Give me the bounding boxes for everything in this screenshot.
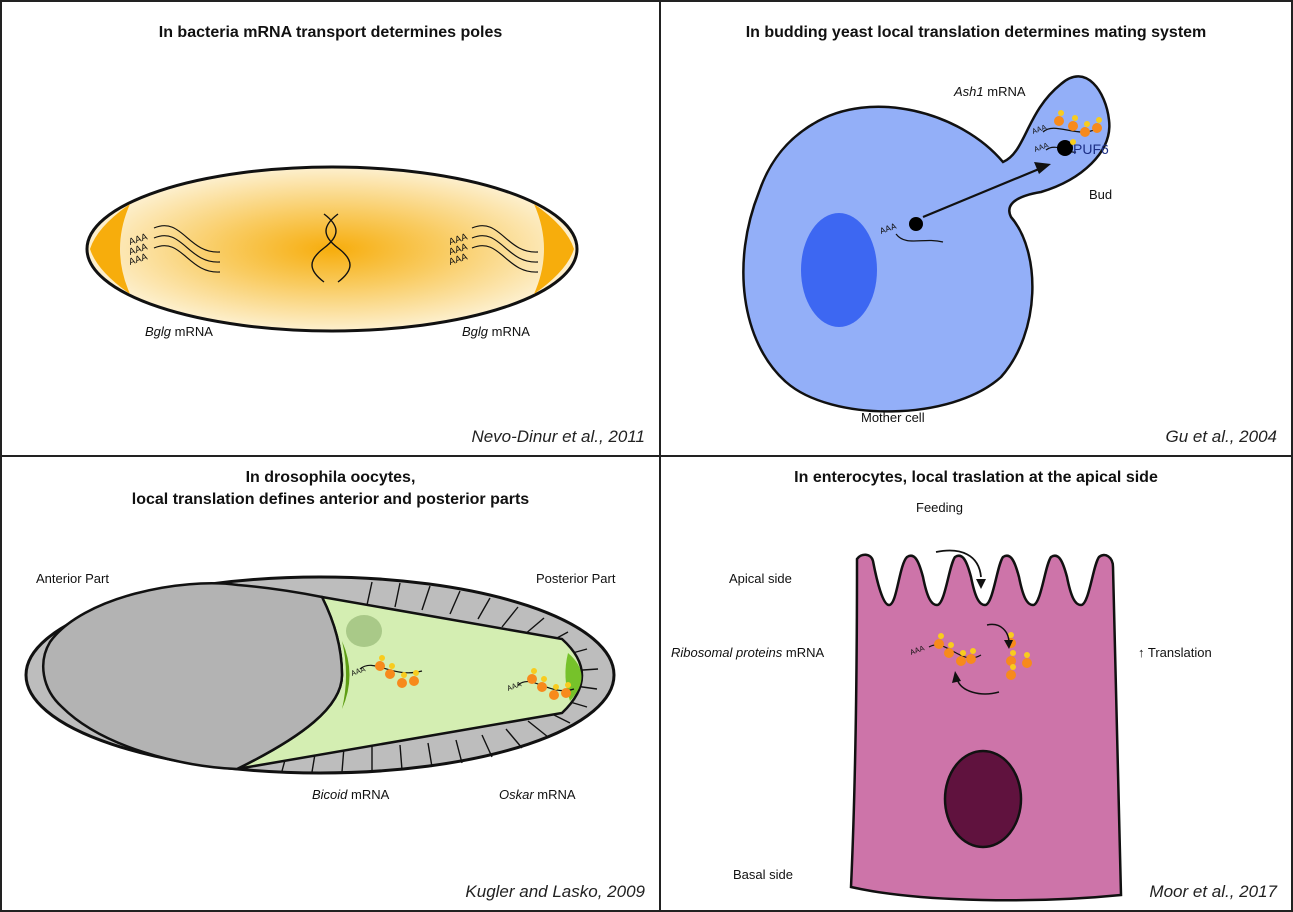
anterior-part-label: Anterior Part <box>36 571 109 586</box>
translation-label: ↑ Translation <box>1138 645 1212 660</box>
citation: Kugler and Lasko, 2009 <box>465 882 645 902</box>
ribonucleoprotein <box>909 217 923 231</box>
panel-bacteria: In bacteria mRNA transport determines po… <box>0 0 661 457</box>
bicoid-label: Bicoid mRNA <box>312 787 389 802</box>
panel-yeast: In budding yeast local translation deter… <box>659 0 1293 457</box>
bglg-right-label: Bglg mRNA <box>462 324 530 339</box>
yeast-cell <box>743 76 1109 411</box>
nucleus <box>945 751 1021 847</box>
enterocyte-cell <box>851 555 1121 901</box>
bglg-left-label: Bglg mRNA <box>145 324 213 339</box>
yeast-illustration: AAA AAA AAA <box>661 2 1293 457</box>
ribosomal-proteins-label: Ribosomal proteins mRNA <box>671 645 824 660</box>
bacterium-cell <box>87 167 577 331</box>
mother-cell-label: Mother cell <box>861 410 925 425</box>
ash1-label: Ash1 mRNA <box>954 84 1026 99</box>
citation: Gu et al., 2004 <box>1165 427 1277 447</box>
enterocyte-illustration: AAA <box>661 457 1293 912</box>
panel-enterocyte: In enterocytes, local traslation at the … <box>659 455 1293 912</box>
bud-label: Bud <box>1089 187 1112 202</box>
apical-side-label: Apical side <box>729 571 792 586</box>
posterior-part-label: Posterior Part <box>536 571 615 586</box>
citation: Nevo-Dinur et al., 2011 <box>471 427 645 447</box>
nucleus <box>801 213 877 327</box>
oocyte-nucleus <box>346 615 382 647</box>
oskar-label: Oskar mRNA <box>499 787 576 802</box>
oocyte-illustration: AAA AAA <box>2 457 661 912</box>
citation: Moor et al., 2017 <box>1149 882 1277 902</box>
feeding-arrow-head <box>976 579 986 589</box>
bacteria-illustration: AAA AAA AAA AAA AAA AAA <box>2 2 661 457</box>
feeding-label: Feeding <box>916 500 963 515</box>
basal-side-label: Basal side <box>733 867 793 882</box>
puf6-label: PUF6 <box>1073 141 1109 157</box>
panel-drosophila: In drosophila oocytes, local translation… <box>0 455 661 912</box>
